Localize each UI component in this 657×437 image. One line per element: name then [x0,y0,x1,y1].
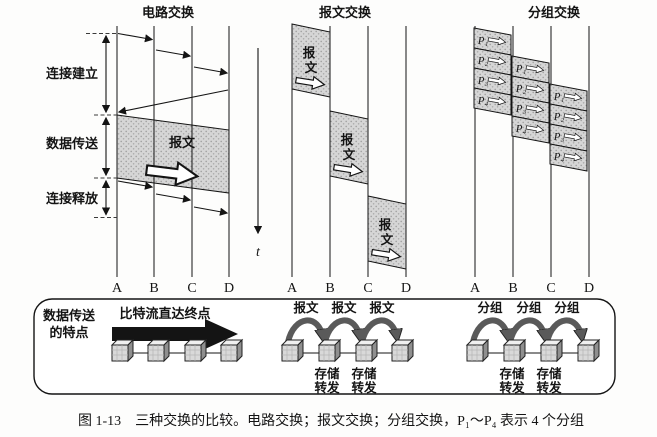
router-cube [111,339,134,362]
packet-hop-arc-icon [470,317,508,342]
packet-label: P₃ [553,131,565,143]
time-axis-label: t [256,245,261,260]
message-block-char-top: 报 [303,45,316,60]
message-hop-label: 报文 [369,300,395,315]
packet-node-a: A [470,281,481,296]
message-hop-arc-icon [322,317,360,342]
release-arrow-bc [155,193,192,203]
phase-release-label: 连接释放 [46,191,99,206]
router-cube [184,339,207,362]
packet-label: P₁ [477,35,489,47]
message-block-cd: 报 文 [367,195,407,270]
message-block-ab: 报 文 [291,23,331,98]
setup-arrow-bc [155,49,192,59]
router-cube [220,339,243,362]
circuit-band-label: 报文 [169,135,196,150]
packet-label: P₁ [553,91,565,103]
circuit-node-a: A [112,281,123,296]
release-arrow-cd [193,206,229,216]
packet-p4-bc: P₄ [511,115,550,144]
packet-label: P₃ [477,75,489,87]
store-forward-line2: 转发 [536,380,562,395]
message-block-bc: 报 文 [329,110,369,185]
message-block-char-top: 报 [341,132,354,147]
store-forward-line1: 存储 [313,366,340,381]
router-cube [391,339,414,362]
router-cube [503,339,526,362]
data-transfer-features-box: 数据传送 的特点 比特流直达终点 报文 报文 报文 存储 转发 [33,298,616,395]
circuit-node-d: D [224,281,234,296]
circuit-feature-group: 比特流直达终点 [111,306,243,362]
setup-arrow-cd [193,66,229,76]
store-forward-line1: 存储 [498,366,525,381]
router-cube [318,339,341,362]
packet-label: P₃ [515,103,527,115]
router-cube [147,339,170,362]
packet-label: P₂ [515,83,527,95]
packet-label: P₄ [515,123,527,135]
setup-arrow-ab [117,32,154,43]
store-forward-line2: 转发 [314,380,340,395]
packet-label: P₂ [553,111,565,123]
release-arrow-ab [117,180,154,190]
time-axis: t [253,48,263,260]
packet-label: P₁ [515,63,527,75]
router-cube [466,339,489,362]
figure-caption: 图 1-13 三种交换的比较。电路交换；报文交换；分组交换，P₁～P₄ 表示 4… [78,412,584,429]
message-switching-diagram: 报文交换 报 文 报 文 报 文 A B C D [287,5,411,296]
message-block-char-bottom: 文 [305,60,318,75]
circuit-switching-diagram: 电路交换 连接建立 数据传送 连接释放 报文 A [46,5,234,296]
router-cube [540,339,563,362]
packet-label: P₂ [477,55,489,67]
bitstream-arrow-icon [112,319,238,349]
packet-node-b: B [508,281,517,296]
packet-hop-arc-icon [507,317,545,342]
packet-feature-group: 分组 分组 分组 存储 转发 存储 转发 [466,300,600,395]
features-heading-line2: 的特点 [49,325,88,340]
packet-hop-label: 分组 [477,300,503,315]
circuit-feature-label: 比特流直达终点 [119,306,210,321]
store-forward-line1: 存储 [350,366,377,381]
message-hop-arc-icon [359,317,397,342]
router-cube [355,339,378,362]
setup-ack-arrow-da [117,89,229,115]
phase-data-label: 数据传送 [46,136,99,151]
packet-hop-label: 分组 [554,300,580,315]
circuit-title: 电路交换 [142,5,195,20]
message-feature-group: 报文 报文 报文 存储 转发 存储 转发 [281,300,414,395]
packet-switching-diagram: 分组交换 P₁ P₂ P₃ P₄ P₁ P₂ P₃ P₄ P₁ P₂ P₃ P₄… [470,5,594,296]
circuit-node-b: B [149,281,158,296]
message-node-d: D [401,281,411,296]
packet-hop-arc-icon [544,317,582,342]
packet-label: P₄ [477,95,489,107]
packet-hop-label: 分组 [516,300,542,315]
message-hop-label: 报文 [293,300,319,315]
message-title: 报文交换 [319,5,372,20]
store-forward-line2: 转发 [499,380,525,395]
message-node-b: B [325,281,334,296]
router-cube [281,339,304,362]
message-node-c: C [363,281,372,296]
packet-label: P₄ [553,151,565,163]
store-forward-line1: 存储 [535,366,562,381]
circuit-node-c: C [187,281,196,296]
message-block-char-top: 报 [379,217,392,232]
message-hop-arc-icon [285,317,323,342]
packet-node-c: C [546,281,555,296]
router-cube [577,339,600,362]
message-block-char-bottom: 文 [381,232,394,247]
features-heading-line1: 数据传送 [43,308,96,323]
circuit-message-band [116,114,230,194]
packet-p4-ab: P₄ [473,87,512,116]
store-forward-line2: 转发 [351,380,377,395]
message-node-a: A [287,281,298,296]
packet-p4-cd: P₄ [549,143,588,172]
packet-title: 分组交换 [528,5,581,20]
phase-setup-label: 连接建立 [46,66,98,81]
message-hop-label: 报文 [331,300,357,315]
message-block-char-bottom: 文 [343,147,356,162]
packet-node-d: D [584,281,594,296]
